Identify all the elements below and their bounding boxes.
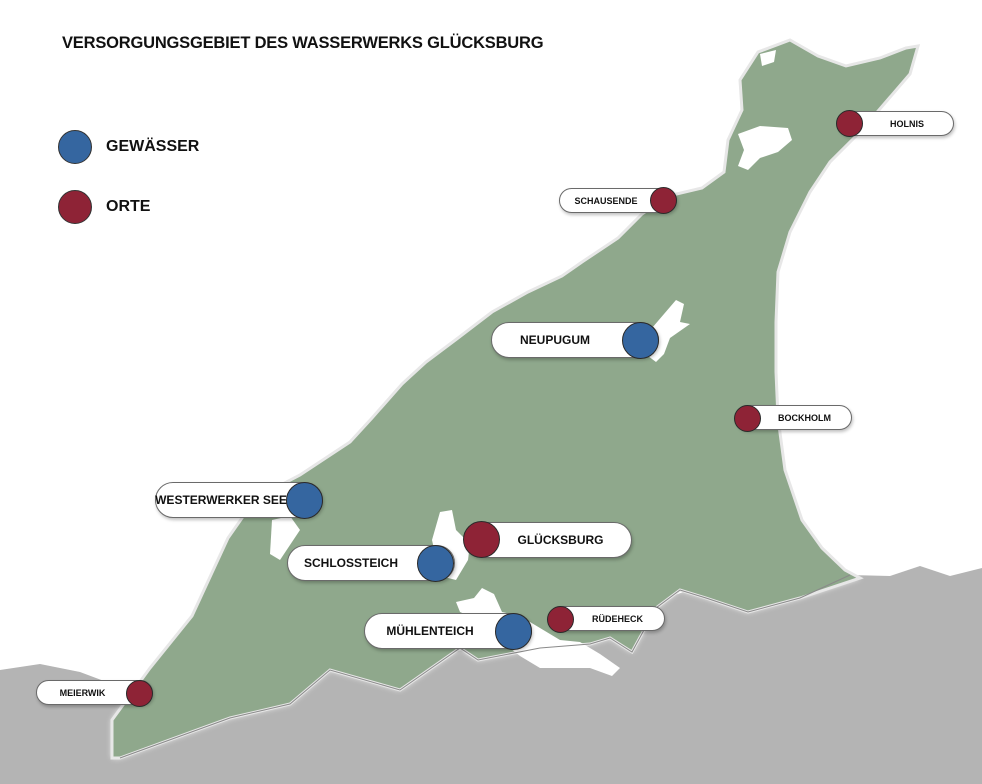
map-title: VERSORGUNGSGEBIET DES WASSERWERKS GLÜCKS… [62,34,544,52]
lake-holnis [738,126,792,170]
place-marker-gluecksburg [463,521,500,558]
lake-neupugum [648,300,690,362]
surrounding-land [0,566,982,784]
place-marker-neupugum [622,322,659,359]
lake-north-small [760,50,776,66]
place-marker-holnis [836,110,863,137]
place-marker-ruedeheck [547,606,574,633]
legend-orte: ORTE [58,188,150,226]
legend-gewaesser-label: GEWÄSSER [106,138,200,155]
legend-orte-label: ORTE [106,198,151,215]
place-marker-schausende [650,187,677,214]
lake-muehlenteich [456,588,620,676]
legend-orte-icon [58,190,92,224]
legend-gewaesser-icon [58,130,92,164]
legend-gewaesser: GEWÄSSER [58,128,199,166]
place-marker-schlossteich [417,545,454,582]
place-marker-muehlenteich [495,613,532,650]
peninsula-border [119,574,851,759]
lake-westerwerker-see [270,516,300,560]
place-marker-meierwik [126,680,153,707]
place-marker-westerwerker-see [286,482,323,519]
place-marker-bockholm [734,405,761,432]
